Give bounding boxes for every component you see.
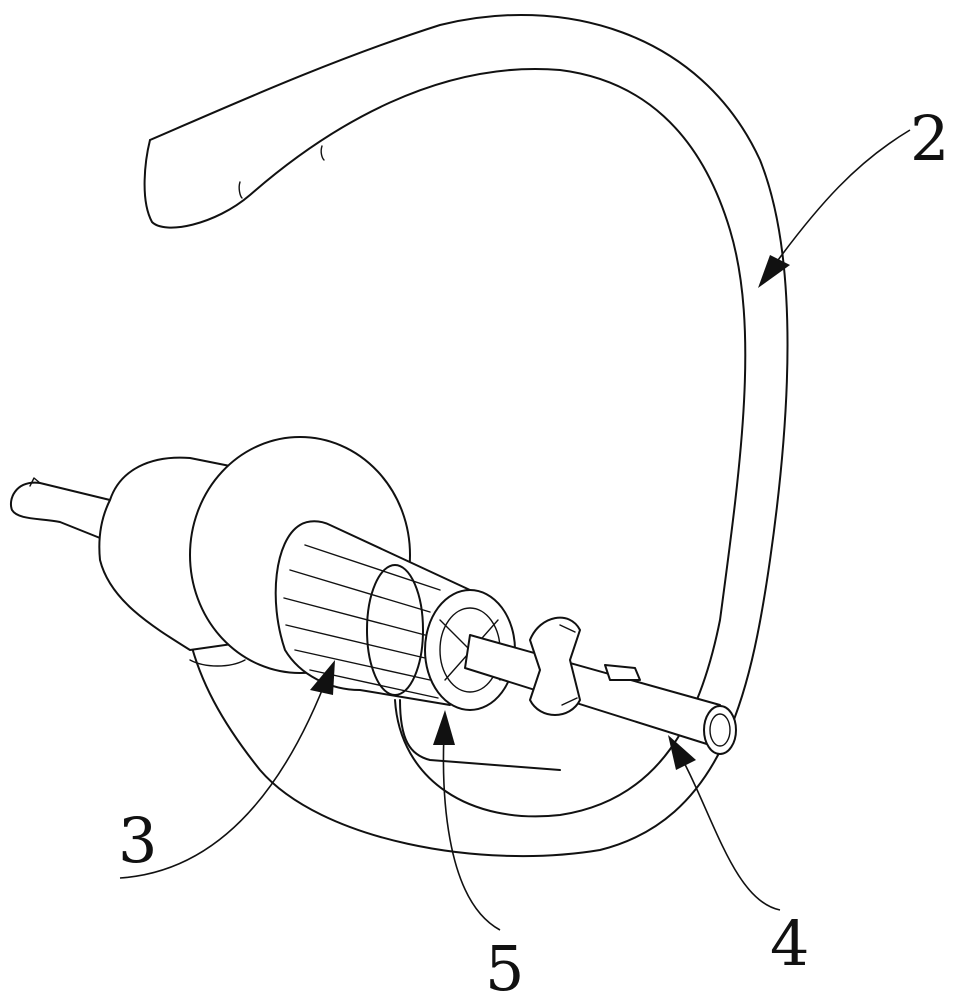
callout-4: 4 (770, 907, 809, 980)
leaders (119, 129, 911, 931)
hook-tube (143, 14, 789, 858)
callout-2: 2 (910, 102, 949, 175)
callout-3: 3 (118, 804, 157, 877)
stem-rod (10, 477, 111, 541)
shaft-tube (464, 616, 737, 755)
arrow-5 (433, 710, 455, 745)
callout-5: 5 (485, 932, 524, 1000)
arrow-2 (758, 255, 790, 288)
arrow-4 (668, 735, 696, 770)
knurled-cylinder (274, 520, 471, 706)
arrow-3 (310, 660, 335, 695)
